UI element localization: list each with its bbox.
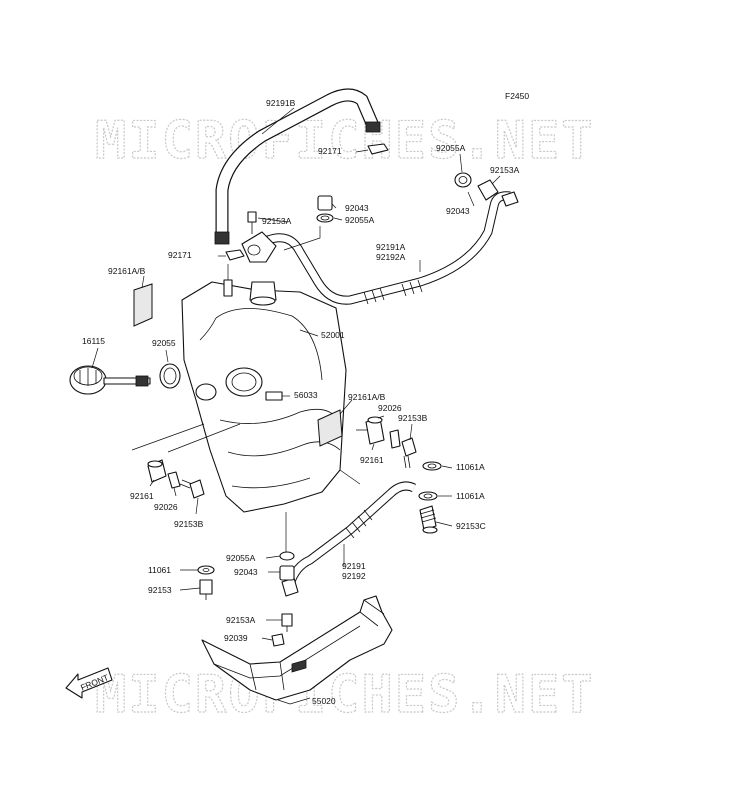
- watermark-top: MICROFICHES.NET: [95, 111, 595, 171]
- label-92153A-mid: 92153A: [262, 216, 292, 226]
- label-92043-lower: 92043: [234, 567, 258, 577]
- fuel-hose-92191-lower: [281, 481, 417, 597]
- clip-92039: [271, 633, 285, 647]
- label-92191: 92191: [342, 561, 366, 571]
- clip-92171-mid: [225, 249, 245, 261]
- bolt-92153: [199, 579, 213, 600]
- label-92191B: 92191B: [266, 98, 296, 108]
- label-92043-mid: 92043: [345, 203, 369, 213]
- label-92055: 92055: [152, 338, 176, 348]
- gasket-92055: [159, 363, 181, 389]
- leader-lines: [91, 107, 501, 705]
- figure-code: F2450: [505, 91, 529, 101]
- pad-92161AB-right: [317, 409, 343, 447]
- washer-11061A-upper: [422, 461, 442, 471]
- joint-parts-upper-middle: [247, 195, 334, 234]
- label-92171-mid: 92171: [168, 250, 192, 260]
- fuel-tank-52001: [181, 279, 347, 513]
- label-92192: 92192: [342, 571, 366, 581]
- label-16115: 16115: [82, 336, 105, 346]
- watermark-bottom: MICROFICHES.NET: [95, 665, 595, 725]
- breather-hose-92191B: [214, 88, 381, 245]
- washer-11061A-lower: [418, 491, 438, 501]
- label-52001: 52001: [321, 330, 345, 340]
- label-92191A: 92191A: [376, 242, 406, 252]
- label-92055A-mid: 92055A: [345, 215, 375, 225]
- label-92153C: 92153C: [456, 521, 486, 531]
- label-11061: 11061: [148, 565, 171, 575]
- label-92153A-top: 92153A: [490, 165, 520, 175]
- pad-92161AB-left: [133, 283, 153, 327]
- fuel-cap-16115: [69, 365, 151, 395]
- label-92171-top: 92171: [318, 146, 342, 156]
- plug-92043-lower: [279, 565, 295, 581]
- label-92153B-right: 92153B: [398, 413, 428, 423]
- bolt-92153A-lower: [281, 613, 293, 632]
- label-92153A-lower: 92153A: [226, 615, 256, 625]
- filler-neck-elbow: [241, 231, 277, 263]
- label-92192A: 92192A: [376, 252, 406, 262]
- label-11061A-lower: 11061A: [456, 491, 485, 501]
- label-92161-left: 92161: [130, 491, 154, 501]
- label-92153: 92153: [148, 585, 172, 595]
- clip-92171-top: [367, 143, 389, 155]
- label-92055A-top: 92055A: [436, 143, 466, 153]
- label-92043-right: 92043: [446, 206, 470, 216]
- label-92161AB-left: 92161A/B: [108, 266, 146, 276]
- label-92153B-left: 92153B: [174, 519, 204, 529]
- label-11061A-upper: 11061A: [456, 462, 485, 472]
- phantom-line-left: [131, 423, 241, 453]
- damper-group-left: [147, 459, 205, 499]
- label-92055A-lower: 92055A: [226, 553, 256, 563]
- bolt-92153C: [419, 505, 438, 534]
- label-55020: 55020: [312, 696, 336, 706]
- fuel-hose-92191A: [266, 191, 511, 305]
- label-92161AB-right: 92161A/B: [348, 392, 386, 402]
- hose-fitting-upper-right: [454, 172, 519, 207]
- label-92039: 92039: [224, 633, 248, 643]
- label-92026-left: 92026: [154, 502, 178, 512]
- label-92161-right: 92161: [360, 455, 384, 465]
- damper-group-right: [365, 416, 417, 469]
- tank-guard-55020: [201, 595, 393, 701]
- clamp-92055A-lower: [279, 551, 295, 561]
- label-56033: 56033: [294, 390, 318, 400]
- label-92026-right: 92026: [378, 403, 402, 413]
- part-labels: 92191B 92171 92055A 92153A 92043 92043 9…: [82, 98, 520, 706]
- washer-11061: [197, 565, 215, 575]
